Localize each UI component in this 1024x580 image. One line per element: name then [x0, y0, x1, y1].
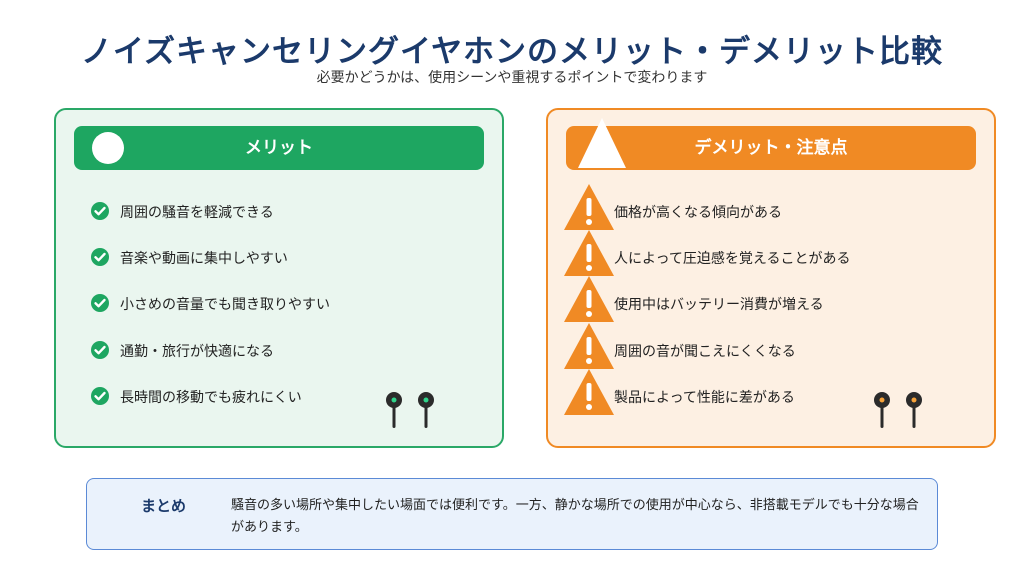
triangle-icon: [578, 118, 626, 168]
check-circle-icon: [91, 202, 109, 220]
demerit-panel: デメリット・注意点 価格が高くなる傾向がある 人によって圧迫感を覚えることがある…: [546, 108, 996, 448]
warning-icon: [564, 323, 614, 369]
merit-header: メリット: [74, 126, 484, 170]
demerit-item-label: 周囲の音が聞こえにくくなる: [614, 344, 796, 360]
check-circle-icon: [91, 341, 109, 359]
page-title: ノイズキャンセリングイヤホンのメリット・デメリット比較: [80, 34, 944, 70]
merit-item-label: 周囲の騒音を軽減できる: [120, 205, 274, 221]
demerit-item-label: 人によって圧迫感を覚えることがある: [614, 251, 851, 267]
demerit-item-label: 製品によって性能に差がある: [614, 390, 795, 406]
merit-item-label: 音楽や動画に集中しやすい: [120, 251, 288, 267]
earbuds-icon: [386, 392, 434, 428]
merit-item-label: 長時間の移動でも疲れにくい: [120, 390, 302, 406]
demerit-header: デメリット・注意点: [566, 118, 976, 170]
check-circle-icon: [91, 387, 109, 405]
demerit-title: デメリット・注意点: [694, 138, 848, 158]
summary-text: 騒音の多い場所や集中したい場面では便利です。一方、静かな場所での使用が中心なら、…: [231, 498, 919, 535]
merit-panel: メリット 周囲の騒音を軽減できる 音楽や動画に集中しやすい 小さめの音量でも聞き…: [54, 108, 504, 448]
summary-title: まとめ: [141, 497, 187, 515]
check-circle-icon: [91, 248, 109, 266]
demerit-item-label: 価格が高くなる傾向がある: [614, 205, 782, 221]
warning-icon: [564, 369, 614, 415]
merit-title: メリット: [245, 138, 313, 158]
demerit-item-label: 使用中はバッテリー消費が増える: [614, 297, 824, 313]
circle-icon: [92, 132, 124, 164]
merit-item-label: 小さめの音量でも聞き取りやすい: [120, 297, 330, 313]
summary-box: まとめ 騒音の多い場所や集中したい場面では便利です。一方、静かな場所での使用が中…: [86, 478, 938, 550]
warning-icon: [564, 276, 614, 322]
check-circle-icon: [91, 294, 109, 312]
warning-icon: [564, 230, 614, 276]
earbuds-icon: [874, 392, 922, 428]
page-subtitle: 必要かどうかは、使用シーンや重視するポイントで変わります: [316, 70, 708, 86]
warning-icon: [564, 184, 614, 230]
merit-item-label: 通勤・旅行が快適になる: [120, 344, 274, 360]
